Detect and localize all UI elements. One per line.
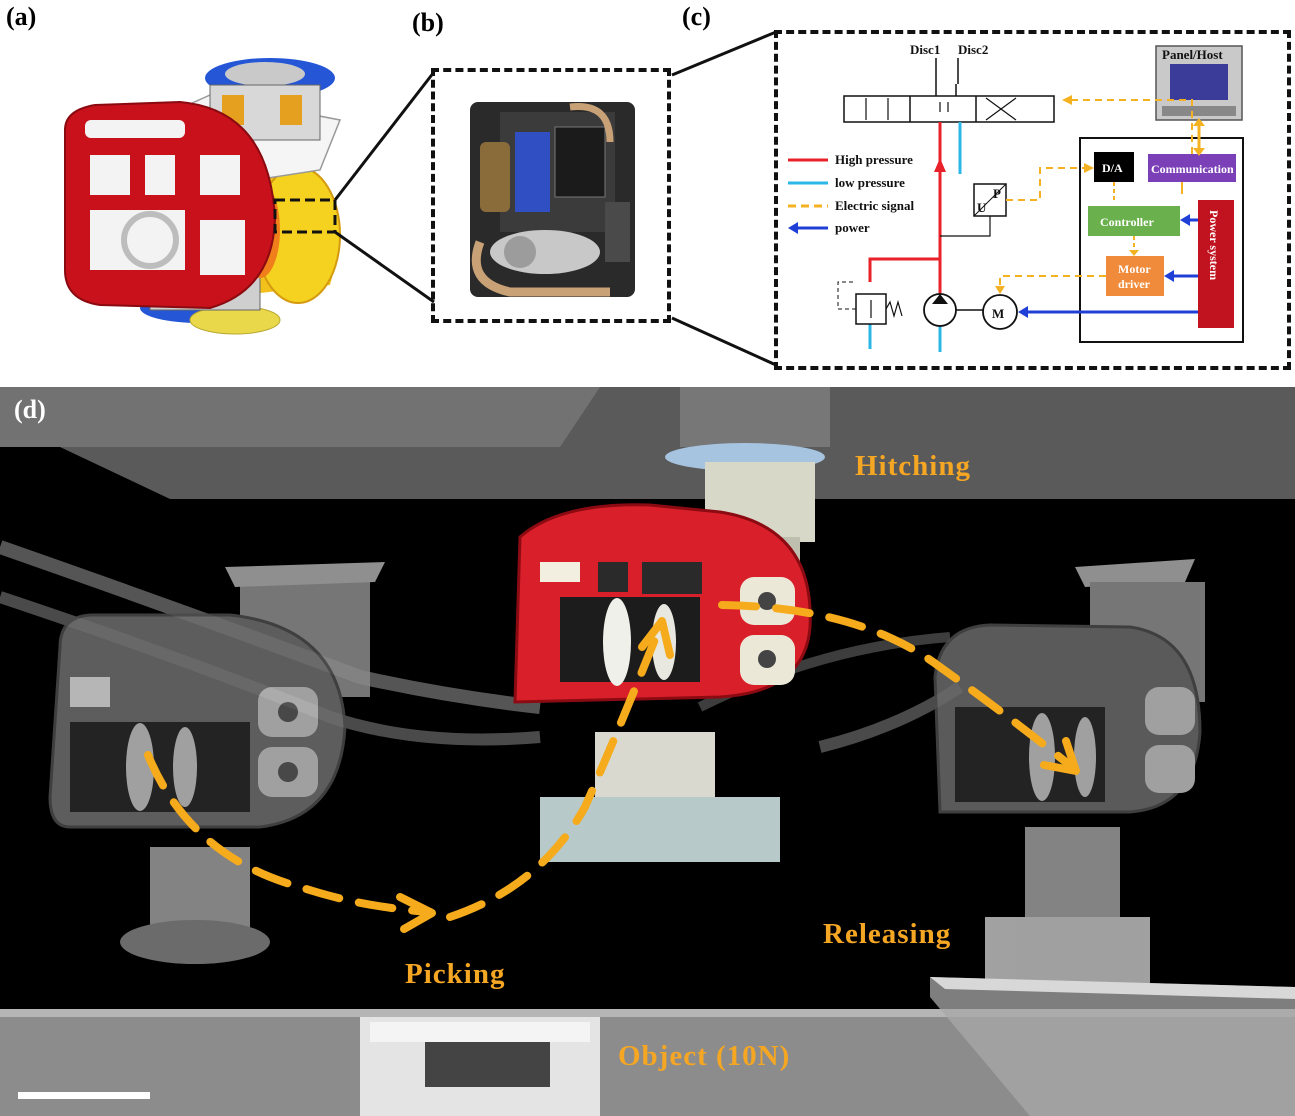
robot-cad-render (64, 58, 342, 335)
motor-driver-label-1: Motor (1118, 262, 1151, 276)
panel-b-frame (431, 68, 671, 323)
release-tray (930, 977, 1295, 1116)
communication-block (1148, 154, 1236, 182)
da-label: D/A (1102, 161, 1123, 175)
host-label: Panel/Host (1162, 47, 1223, 62)
da-block (1094, 152, 1134, 182)
port-label-disc1: Disc1 (910, 42, 940, 57)
motor-driver-label-2: driver (1118, 277, 1151, 291)
scale-bar (18, 1092, 150, 1099)
directional-valve (843, 84, 1055, 123)
caption-releasing: Releasing (823, 918, 952, 950)
sensor-label-p: P (993, 186, 1001, 201)
legend-electric-signal: Electric signal (835, 198, 914, 213)
zoom-lines-ab (333, 71, 436, 304)
trajectory-path (144, 601, 1080, 933)
panel-c-frame (774, 30, 1291, 370)
caption-object: Object (10N) (618, 1040, 791, 1072)
controller-block (1088, 206, 1180, 236)
legend-power: power (835, 220, 870, 235)
robot-ghost-right (933, 559, 1205, 987)
motor-driver-block (1106, 256, 1164, 296)
caption-hitching: Hitching (855, 450, 971, 482)
panel-label-a: (a) (6, 2, 37, 31)
panel-label-d: (d) (14, 395, 46, 424)
caption-picking: Picking (405, 958, 506, 990)
robot-ghost-left (48, 562, 385, 964)
controller-label: Controller (1100, 215, 1154, 229)
pump-internals-photo (470, 102, 635, 297)
communication-label: Communication (1151, 162, 1234, 176)
legend-low-pressure: low pressure (835, 175, 905, 190)
panel-label-c: (c) (682, 2, 711, 31)
motor-symbol: M (992, 306, 1004, 321)
power-system-block (1198, 200, 1234, 328)
host-computer-icon (1155, 45, 1243, 121)
schematic-legend: High pressure low pressure Electric sign… (788, 152, 914, 235)
zoom-lines-bc (671, 30, 777, 367)
object-block (360, 1017, 600, 1116)
port-label-disc2: Disc2 (958, 42, 988, 57)
system-schematic: Disc1 Disc2 M U P High pressure low pres… (788, 42, 1244, 352)
sensor-label-u: U (977, 200, 987, 215)
legend-high-pressure: High pressure (835, 152, 913, 167)
power-system-label: Power system (1207, 210, 1221, 280)
panel-label-b: (b) (412, 8, 444, 37)
experiment-photo (0, 387, 1295, 1116)
